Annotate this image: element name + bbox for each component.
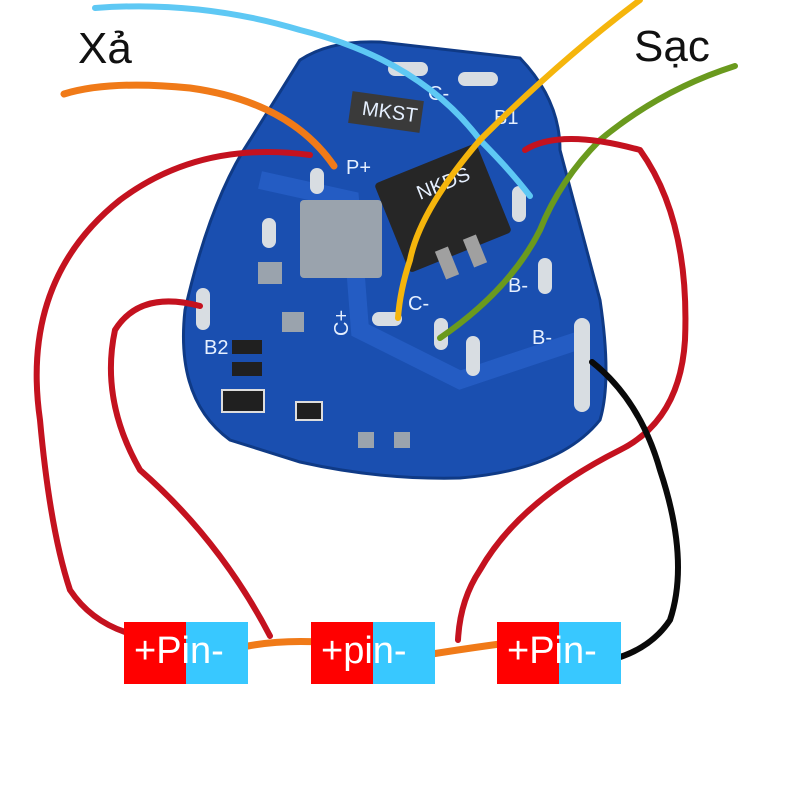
wire-yellow-charge bbox=[395, 0, 643, 321]
cell-minus-terminal bbox=[186, 622, 248, 684]
silk-c-plus: C+ bbox=[331, 310, 353, 336]
wire-black-b-minus bbox=[589, 359, 681, 663]
label-charge: Sạc bbox=[634, 22, 710, 71]
wire-red-main bbox=[33, 149, 313, 635]
wire-orange-link-2 bbox=[428, 640, 504, 658]
cell-minus-terminal bbox=[373, 622, 435, 684]
cell-label: +pin- bbox=[321, 630, 407, 672]
pad-b2 bbox=[196, 288, 210, 330]
silk-p-plus: P+ bbox=[346, 157, 371, 179]
pcb-trace bbox=[258, 171, 583, 390]
solder-pad-small bbox=[258, 262, 282, 284]
pad-b-right bbox=[538, 258, 552, 294]
test-pad bbox=[358, 432, 374, 448]
cell-label: +Pin- bbox=[134, 630, 224, 672]
label-discharge: Xả bbox=[78, 24, 132, 73]
cell-label: +Pin- bbox=[507, 630, 597, 672]
silk-c-minus-mid: C- bbox=[408, 293, 429, 315]
wire-blue bbox=[92, 3, 533, 199]
test-pad bbox=[394, 432, 410, 448]
solder-pad bbox=[300, 200, 382, 278]
pad-left bbox=[262, 218, 276, 248]
smd-ic bbox=[221, 389, 265, 413]
silk-b-minus: B- bbox=[532, 327, 552, 349]
solder-pad-small bbox=[282, 312, 304, 332]
silk-b-partial: B- bbox=[508, 275, 528, 297]
pad-b1 bbox=[512, 186, 526, 222]
wire-red-b1 bbox=[455, 136, 689, 643]
pad-p-plus bbox=[310, 168, 324, 194]
smd-capacitor bbox=[295, 401, 323, 421]
battery-cell-1: +Pin- bbox=[124, 622, 248, 684]
smd-resistor bbox=[232, 340, 262, 354]
wire-orange-link-1 bbox=[244, 638, 324, 650]
cell-plus-terminal bbox=[497, 622, 559, 684]
pad-lower bbox=[466, 336, 480, 376]
battery-cell-2: +pin- bbox=[311, 622, 435, 684]
wire-red-b2 bbox=[107, 298, 273, 639]
bms-board: NKDS MKST bbox=[181, 40, 608, 480]
diode: MKST bbox=[348, 91, 424, 133]
wire-green-charge bbox=[437, 63, 738, 341]
silk-b2: B2 bbox=[204, 337, 228, 359]
wires bbox=[33, 0, 738, 663]
battery-cell-3: +Pin- bbox=[497, 622, 621, 684]
pad-c-minus-mid bbox=[372, 312, 402, 326]
pad-top-right bbox=[458, 72, 498, 86]
smd-resistor bbox=[232, 362, 262, 376]
cell-plus-terminal bbox=[311, 622, 373, 684]
pad-b-minus bbox=[574, 318, 590, 412]
cell-plus-terminal bbox=[124, 622, 186, 684]
cell-minus-terminal bbox=[559, 622, 621, 684]
wire-orange-discharge bbox=[60, 81, 338, 170]
